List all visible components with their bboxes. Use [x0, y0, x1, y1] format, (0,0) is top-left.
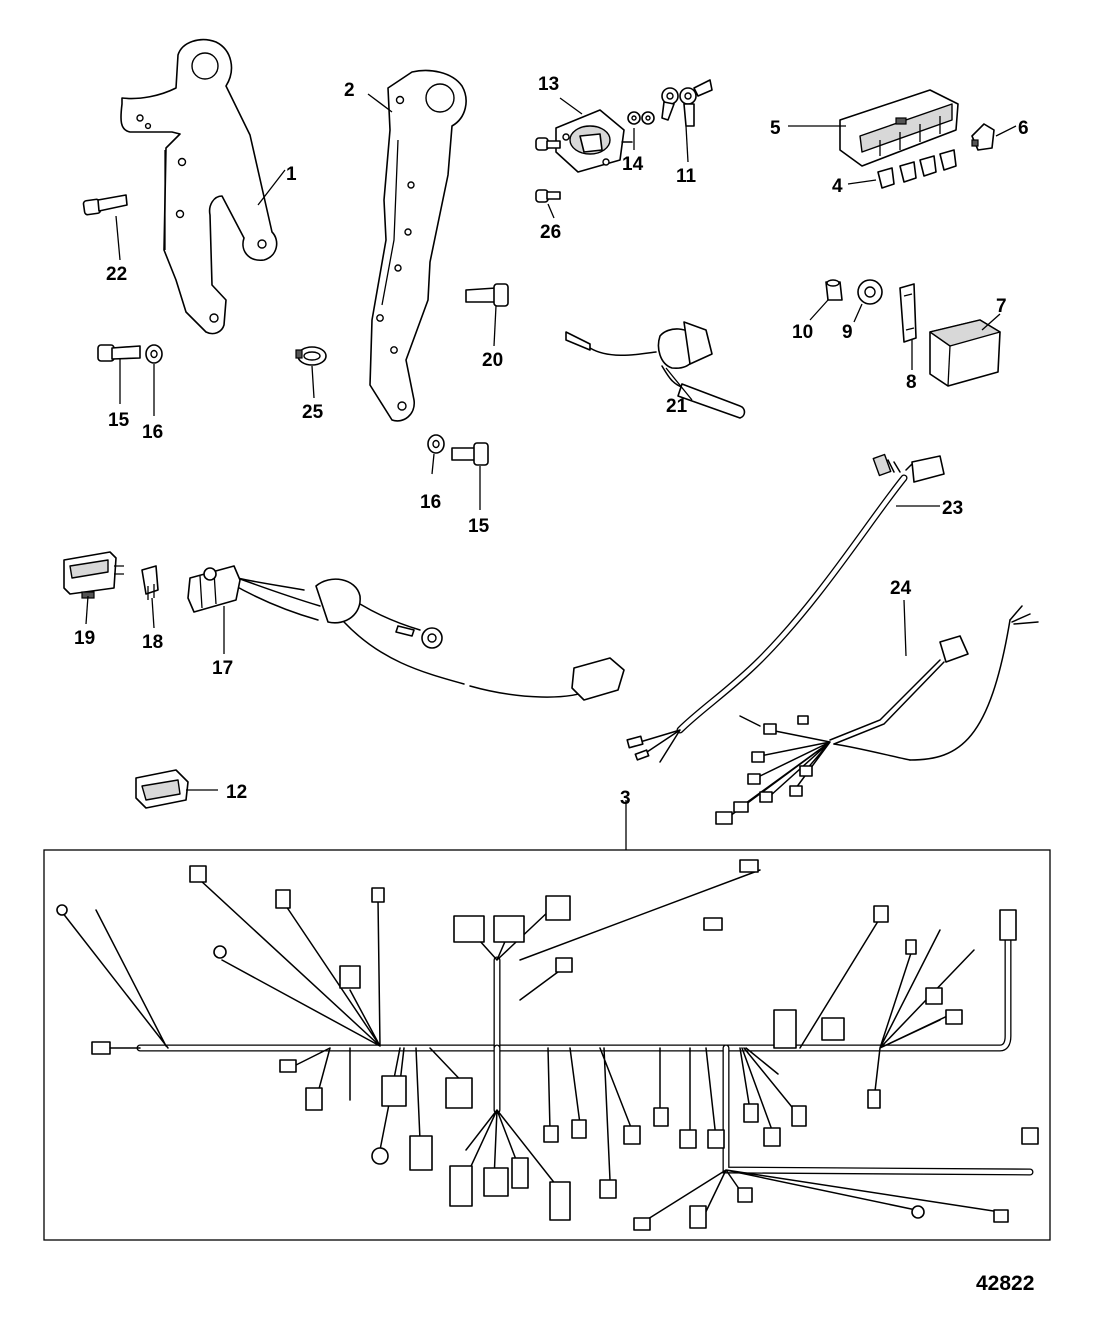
main-harness-part-3 [56, 859, 1039, 1231]
callout-16-left: 16 [142, 422, 163, 443]
screw-part-15-right [451, 442, 489, 466]
sensor-part-21 [565, 321, 746, 419]
washer-part-16-right [427, 434, 445, 454]
callout-24: 24 [890, 578, 912, 599]
washer-part-16-left [145, 344, 163, 364]
callout-6: 6 [1018, 118, 1029, 139]
fuse-part-18 [141, 565, 159, 600]
nut-part-14 [627, 111, 655, 125]
callout-17: 17 [212, 658, 233, 679]
bracket-part-1 [120, 38, 278, 335]
callout-12: 12 [226, 782, 247, 803]
callout-7: 7 [996, 296, 1007, 317]
callout-15-right: 15 [468, 516, 490, 537]
callout-22: 22 [106, 264, 127, 285]
callout-3: 3 [620, 788, 631, 809]
sleeve-part-10 [825, 279, 843, 301]
relay-part-7 [929, 319, 1001, 387]
callout-20: 20 [482, 350, 503, 371]
callout-18: 18 [142, 632, 163, 653]
main-harness-frame [43, 849, 1051, 1241]
figure-number: 42822 [976, 1272, 1034, 1295]
callout-15-left: 15 [108, 410, 130, 431]
callout-13: 13 [538, 74, 559, 95]
fuses-part-4 [877, 149, 957, 189]
callout-11: 11 [676, 166, 697, 187]
clamp-part-25 [295, 346, 327, 366]
grommet-part-9 [857, 279, 883, 305]
leader-lines [85, 93, 1017, 850]
callout-16-right: 16 [420, 492, 441, 513]
callout-8: 8 [906, 372, 917, 393]
connector-part-12 [135, 769, 189, 809]
clip-part-6 [971, 123, 995, 151]
callout-25: 25 [302, 402, 324, 423]
fuse-block-part-5 [839, 89, 959, 167]
clip-part-8 [899, 283, 917, 343]
callout-5: 5 [770, 118, 781, 139]
screw-part-13-a [535, 137, 561, 151]
screw-part-26 [535, 189, 561, 203]
callout-14: 14 [622, 154, 644, 175]
module-part-19 [63, 551, 124, 599]
callout-21: 21 [666, 396, 688, 417]
harness-part-24 [715, 605, 1039, 825]
callout-19: 19 [74, 628, 95, 649]
callout-labels: 1 2 3 4 5 6 7 8 9 10 11 12 13 14 15 15 1… [74, 74, 1034, 1295]
callout-9: 9 [842, 322, 853, 343]
screw-part-20 [465, 283, 509, 307]
callout-4: 4 [832, 176, 843, 197]
harness-part-17 [187, 565, 625, 701]
callout-1: 1 [286, 164, 297, 185]
screw-part-15-left [97, 344, 141, 362]
terminal-part-11 [661, 79, 713, 127]
callout-10: 10 [792, 322, 813, 343]
screw-part-22 [82, 194, 128, 216]
harness-part-23 [626, 453, 945, 763]
callout-26: 26 [540, 222, 561, 243]
bracket-part-2 [369, 69, 467, 422]
callout-2: 2 [344, 80, 355, 101]
circuit-breaker-part-13 [555, 109, 633, 173]
callout-23: 23 [942, 498, 963, 519]
